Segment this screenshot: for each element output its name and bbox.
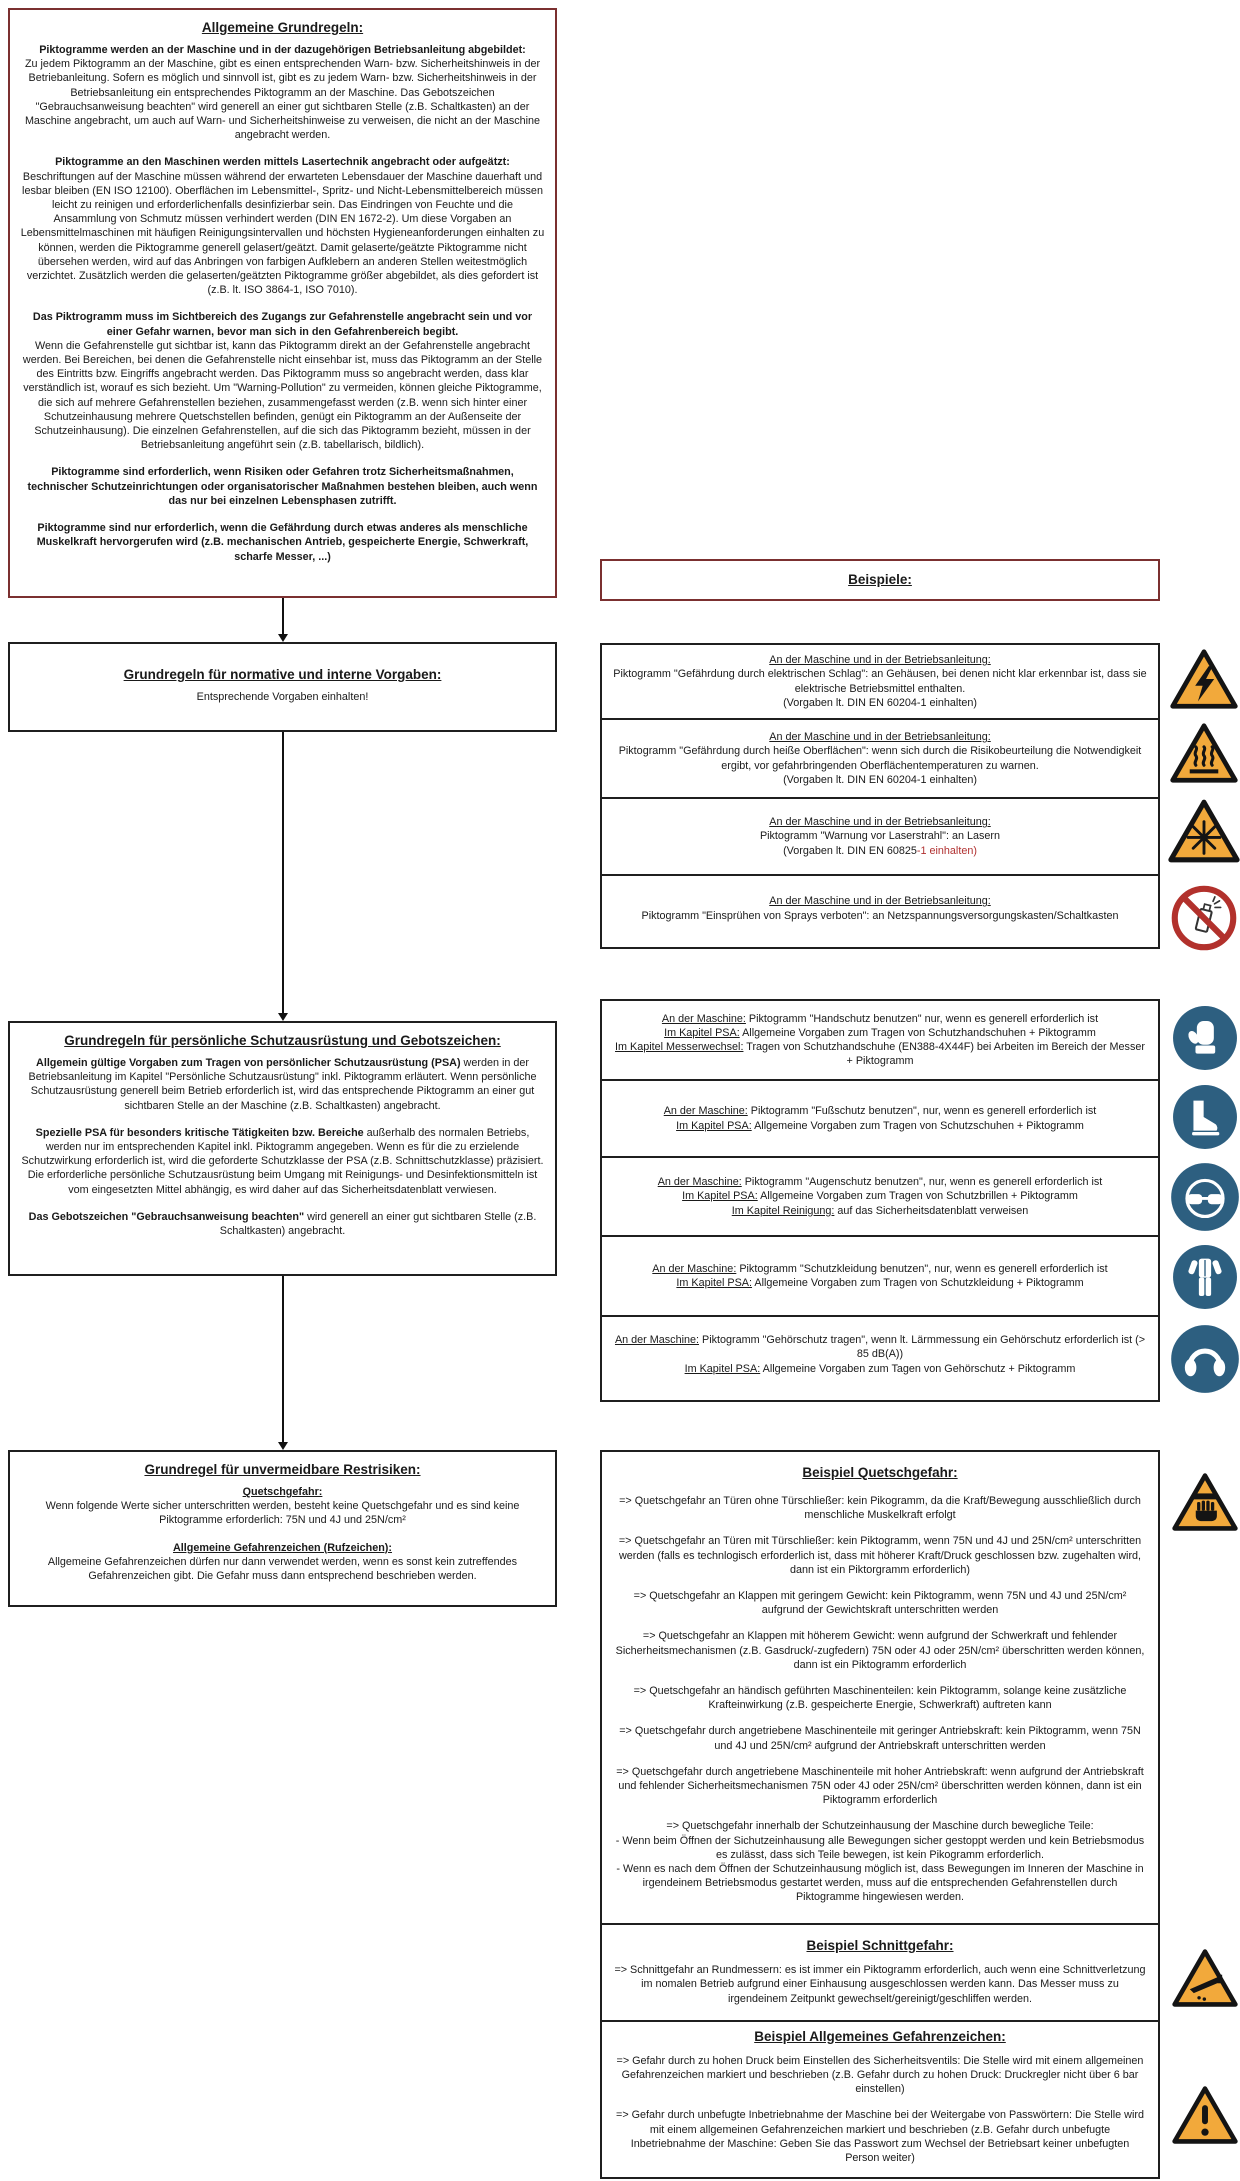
crush-hazard-example-box: Beispiel Quetschgefahr: => Quetschgefahr… [602, 1452, 1158, 1923]
psa-rules-title: Grundregeln für persönliche Schutzausrüs… [64, 1033, 501, 1048]
arrow-down-icon [278, 1442, 288, 1450]
protective-clothing-mandatory-icon [1173, 1245, 1237, 1309]
list-item: => Schnittgefahr an Rundmessern: es ist … [614, 1964, 1146, 2005]
no-spray-prohibition-icon [1171, 885, 1237, 951]
general-rules-title: Allgemeine Grundregeln: [201, 20, 364, 35]
beispiele-title: Beispiele: [848, 572, 912, 587]
norm-example-laser: An der Maschine und in der Betriebsanlei… [602, 797, 1158, 874]
list-item: => Gefahr durch zu hohen Druck beim Eins… [616, 2054, 1144, 2096]
list-item: => Quetschgefahr an händisch geführten M… [633, 1685, 1127, 1712]
connector-line [282, 732, 284, 1013]
list-item: => Quetschgefahr innerhalb der Schutzein… [615, 1820, 1145, 1904]
cut-hazard-example-box: Beispiel Schnittgefahr: => Schnittgefahr… [602, 1923, 1158, 2020]
general-paragraph-2: Piktogramme an den Maschinen werden mitt… [20, 156, 545, 297]
residual-risk-title: Grundregel für unvermeidbare Restrisiken… [144, 1462, 421, 1477]
general-danger-title: Beispiel Allgemeines Gefahrenzeichen: [754, 2028, 1006, 2044]
psa-example-ear-protection: An der Maschine: Piktogramm "Gehörschutz… [602, 1315, 1158, 1392]
general-danger-example-box: Beispiel Allgemeines Gefahrenzeichen: =>… [602, 2020, 1158, 2173]
residual-risk-box: Grundregel für unvermeidbare Restrisiken… [8, 1450, 557, 1607]
psa-paragraph-4: Das Gebotszeichen "Gebrauchsanweisung be… [28, 1210, 537, 1238]
foot-protection-mandatory-icon [1173, 1085, 1237, 1149]
hand-protection-mandatory-icon [1173, 1006, 1237, 1070]
psa-example-protective-clothing: An der Maschine: Piktogramm "Schutzkleid… [602, 1235, 1158, 1315]
beispiele-header-box: Beispiele: [600, 559, 1160, 601]
crush-hazard-warning-icon [1172, 1473, 1238, 1531]
electric-shock-warning-icon [1170, 649, 1238, 709]
connector-line [282, 1276, 284, 1442]
general-paragraph-1: Piktogramme werden an der Maschine und i… [24, 44, 541, 142]
hot-surface-warning-icon [1170, 723, 1238, 783]
list-item: => Quetschgefahr durch angetriebene Masc… [616, 1765, 1144, 1807]
list-item: => Gefahr durch unbefugte Inbetriebnahme… [616, 2109, 1144, 2165]
psa-example-eye-protection: An der Maschine: Piktogramm "Augenschutz… [602, 1156, 1158, 1235]
psa-examples-stack: An der Maschine: Piktogramm "Handschutz … [600, 999, 1160, 1402]
psa-paragraph-2: Spezielle PSA für besonders kritische Tä… [21, 1126, 544, 1168]
arrow-down-icon [278, 634, 288, 642]
laser-warning-icon [1168, 799, 1240, 863]
residual-risk-body-2: Allgemeine Gefahrenzeichen dürfen nur da… [47, 1555, 518, 1583]
norm-example-electric: An der Maschine und in der Betriebsanlei… [613, 654, 1147, 709]
norm-example-no-spray: An der Maschine und in der Betriebsanlei… [602, 874, 1158, 941]
norm-rules-title: Grundregeln für normative und interne Vo… [123, 666, 442, 682]
residual-risk-subheading-1: Quetschgefahr: [242, 1486, 323, 1498]
connector-line [282, 598, 284, 634]
norm-examples-stack: An der Maschine und in der Betriebsanlei… [600, 643, 1160, 949]
residual-risk-subheading-2: Allgemeine Gefahrenzeichen (Rufzeichen): [173, 1541, 392, 1554]
cut-hazard-title: Beispiel Schnittgefahr: [806, 1938, 954, 1954]
list-item: => Quetschgefahr an Klappen mit höherem … [615, 1630, 1145, 1671]
eye-protection-mandatory-icon [1171, 1163, 1239, 1231]
list-item: => Quetschgefahr an Türen ohne Türschlie… [619, 1495, 1141, 1522]
residual-risk-body-1: Wenn folgende Werte sicher unterschritte… [45, 1500, 520, 1527]
arrow-down-icon [278, 1013, 288, 1021]
norm-example-hot-surface: An der Maschine und in der Betriebsanlei… [602, 718, 1158, 797]
norm-example-note: (Vorgaben lt. DIN EN 60204-1 einhalten) [783, 773, 977, 786]
psa-example-hand-protection: An der Maschine: Piktogramm "Handschutz … [615, 1012, 1145, 1068]
hazard-examples-stack: Beispiel Quetschgefahr: => Quetschgefahr… [600, 1450, 1160, 2179]
norm-example-note: (Vorgaben lt. DIN EN 60204-1 einhalten) [783, 696, 977, 709]
psa-example-foot-protection: An der Maschine: Piktogramm "Fußschutz b… [602, 1079, 1158, 1156]
norm-example-note: (Vorgaben lt. DIN EN 60825-1 einhalten) [783, 844, 977, 857]
cut-hazard-warning-icon [1172, 1949, 1238, 2007]
list-item: => Quetschgefahr an Türen mit Türschließ… [618, 1535, 1142, 1576]
general-paragraph-5: Piktogramme sind nur erforderlich, wenn … [36, 522, 529, 563]
general-rules-box: Allgemeine Grundregeln: Piktogramme werd… [8, 8, 557, 598]
list-item: => Quetschgefahr durch angetriebene Masc… [619, 1725, 1141, 1752]
psa-paragraph-3: Die erforderliche persönliche Schutzausr… [27, 1169, 538, 1196]
general-paragraph-4: Piktogramme sind erforderlich, wenn Risi… [27, 466, 538, 507]
ear-protection-mandatory-icon [1171, 1325, 1239, 1393]
general-paragraph-3: Das Piktrogramm muss im Sichtbereich des… [22, 311, 543, 452]
list-item: => Quetschgefahr an Klappen mit geringem… [633, 1590, 1127, 1617]
psa-paragraph-1: Allgemein gültige Vorgaben zum Tragen vo… [28, 1057, 537, 1112]
norm-rules-body: Entsprechende Vorgaben einhalten! [196, 690, 369, 703]
crush-hazard-title: Beispiel Quetschgefahr: [802, 1465, 958, 1480]
norm-rules-box: Grundregeln für normative und interne Vo… [8, 642, 557, 732]
psa-rules-box: Grundregeln für persönliche Schutzausrüs… [8, 1021, 557, 1276]
general-danger-warning-icon [1172, 2086, 1238, 2144]
